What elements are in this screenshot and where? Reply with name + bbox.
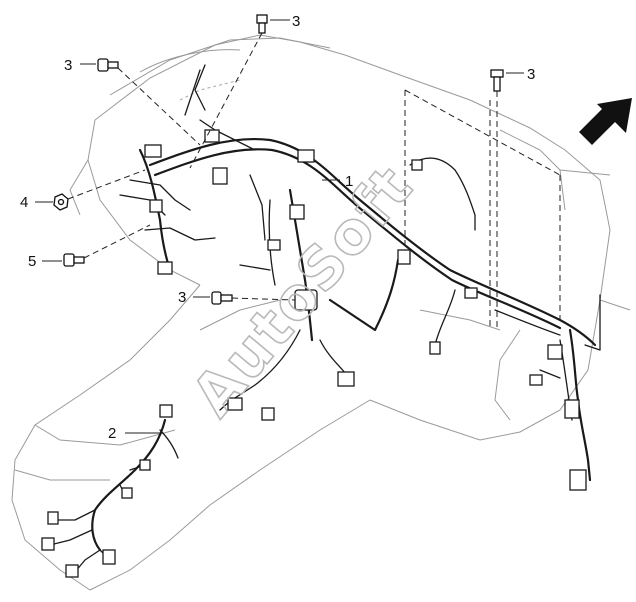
bolt-icon <box>256 14 268 34</box>
bolt-icon <box>211 291 233 305</box>
callout-3-upper-right: 3 <box>527 66 535 83</box>
watermark: AutoSoft <box>179 152 427 429</box>
bolt-icon <box>490 69 504 92</box>
callout-2: 2 <box>108 425 116 442</box>
main-harness <box>119 64 601 491</box>
front-direction-arrow-icon <box>579 98 632 145</box>
callout-4: 4 <box>20 194 28 211</box>
bolt-icon <box>63 253 85 267</box>
callout-3-center: 3 <box>178 289 186 306</box>
callout-3-upper-left: 3 <box>64 57 72 74</box>
dashboard-body-outline <box>11 34 631 591</box>
dashed-bracket-outline <box>404 89 561 330</box>
floor-harness <box>41 404 179 578</box>
bolt-icon <box>97 58 119 72</box>
callout-1: 1 <box>345 173 353 190</box>
nut-icon <box>53 193 69 211</box>
callout-numbers: 3 3 3 1 4 5 3 2 <box>20 13 535 442</box>
leader-lines <box>35 19 524 434</box>
callout-5: 5 <box>28 253 36 270</box>
callout-3-top: 3 <box>292 13 300 30</box>
